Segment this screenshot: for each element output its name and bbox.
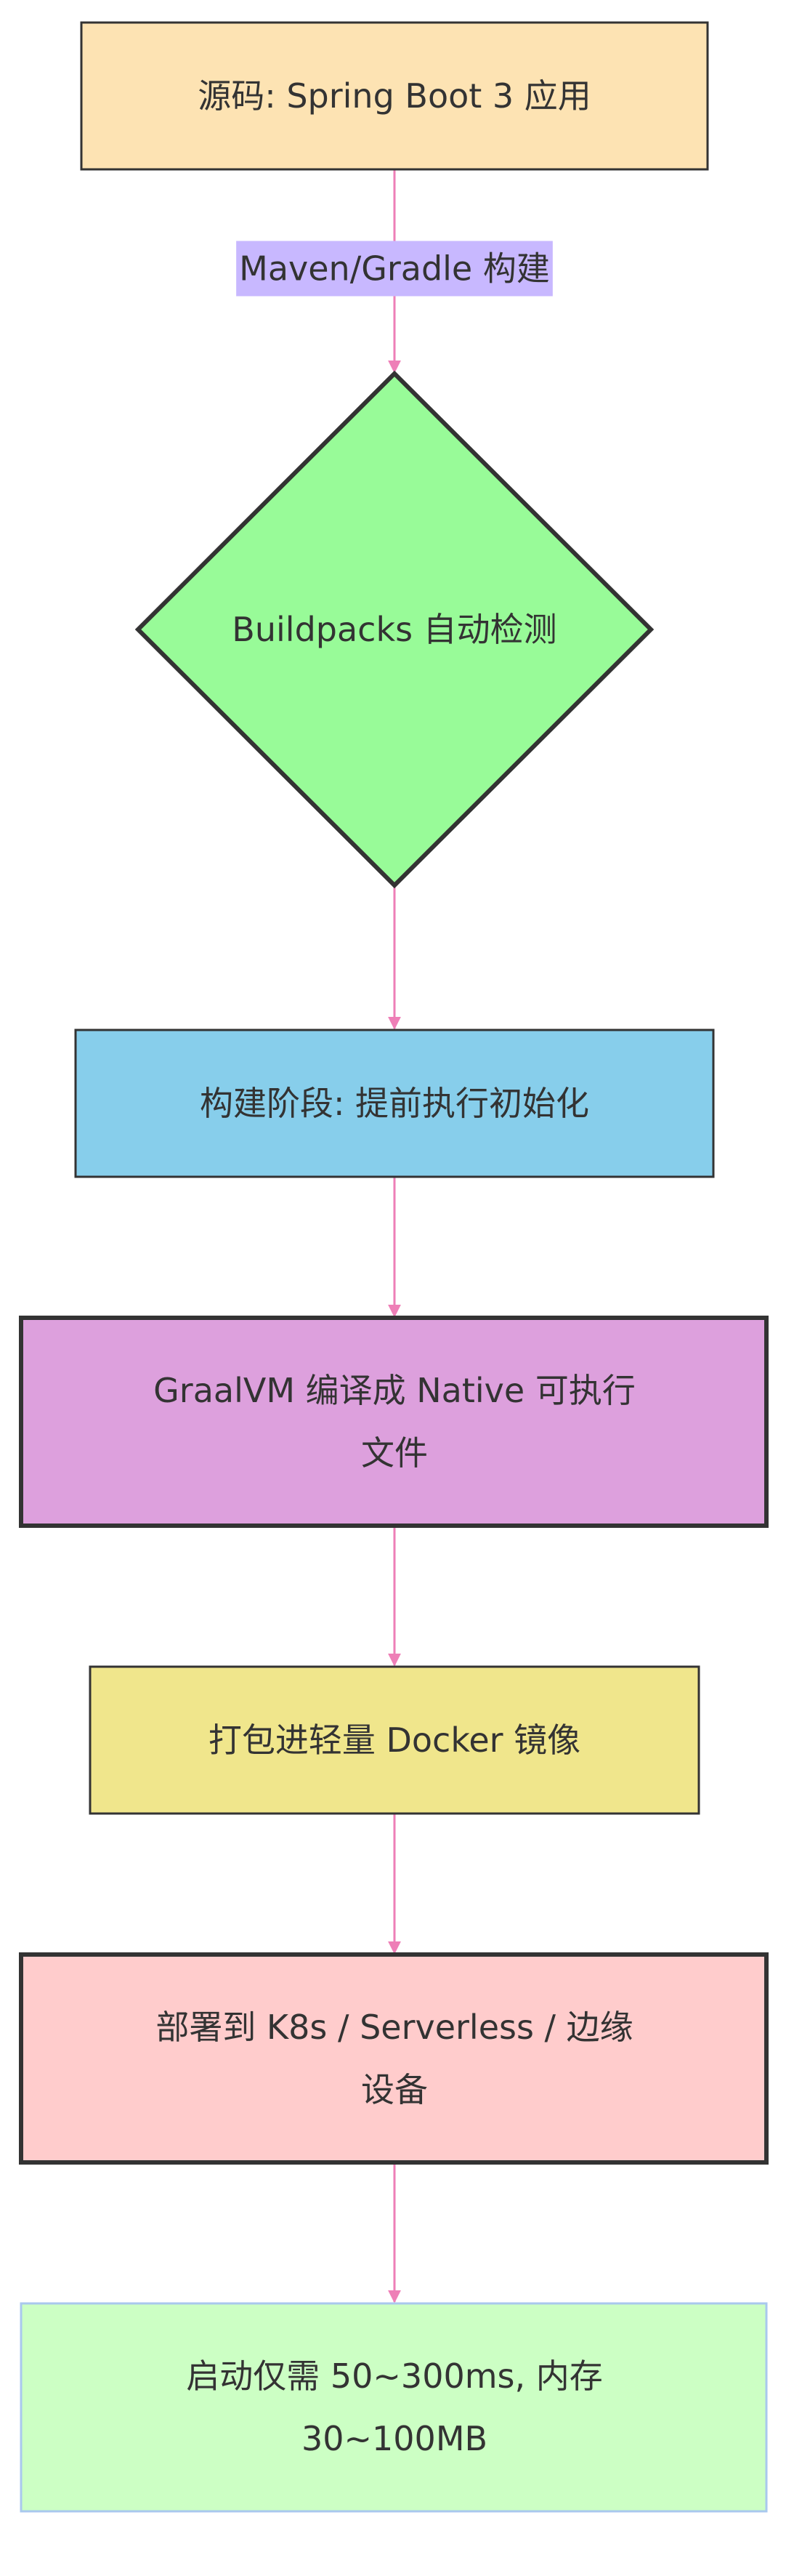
- process-box: [80, 21, 709, 171]
- node-buildpacks: Buildpacks 自动检测: [134, 370, 655, 889]
- node-label-line: 源码: Spring Boot 3 应用: [198, 76, 591, 116]
- node-label-line: 启动仅需 50~300ms, 内存: [186, 2356, 603, 2396]
- process-box: [19, 1952, 769, 2165]
- node-label-line: 打包进轻量 Docker 镜像: [208, 1720, 580, 1760]
- edge-labels: Maven/Gradle 构建: [236, 241, 553, 297]
- node-label-line: GraalVM 编译成 Native 可执行: [153, 1371, 636, 1410]
- process-box: [89, 1665, 700, 1815]
- process-box: [19, 1316, 769, 1528]
- node-label-line: 构建阶段: 提前执行初始化: [200, 1084, 589, 1123]
- node-startup: 启动仅需 50~300ms, 内存 30~100MB: [20, 2302, 768, 2513]
- node-label-line: 设备: [361, 2070, 428, 2109]
- process-box: [74, 1029, 715, 1178]
- node-label-line: 30~100MB: [301, 2419, 487, 2458]
- nodes: 源码: Spring Boot 3 应用 Buildpacks 自动检测构建阶段:…: [19, 21, 769, 2513]
- process-box: [20, 2302, 768, 2513]
- node-label-line: 部署到 K8s / Serverless / 边缘: [155, 2008, 633, 2047]
- edge-label: Maven/Gradle 构建: [236, 241, 553, 297]
- decision-diamond: [134, 370, 655, 889]
- node-label-line: Buildpacks 自动检测: [232, 610, 556, 649]
- edge-label-background: [236, 241, 553, 297]
- node-docker: 打包进轻量 Docker 镜像: [89, 1665, 700, 1815]
- node-source: 源码: Spring Boot 3 应用: [80, 21, 709, 171]
- node-aot: 构建阶段: 提前执行初始化: [74, 1029, 715, 1178]
- edge-label-text: Maven/Gradle 构建: [239, 249, 550, 289]
- node-label-line: 文件: [361, 1433, 428, 1473]
